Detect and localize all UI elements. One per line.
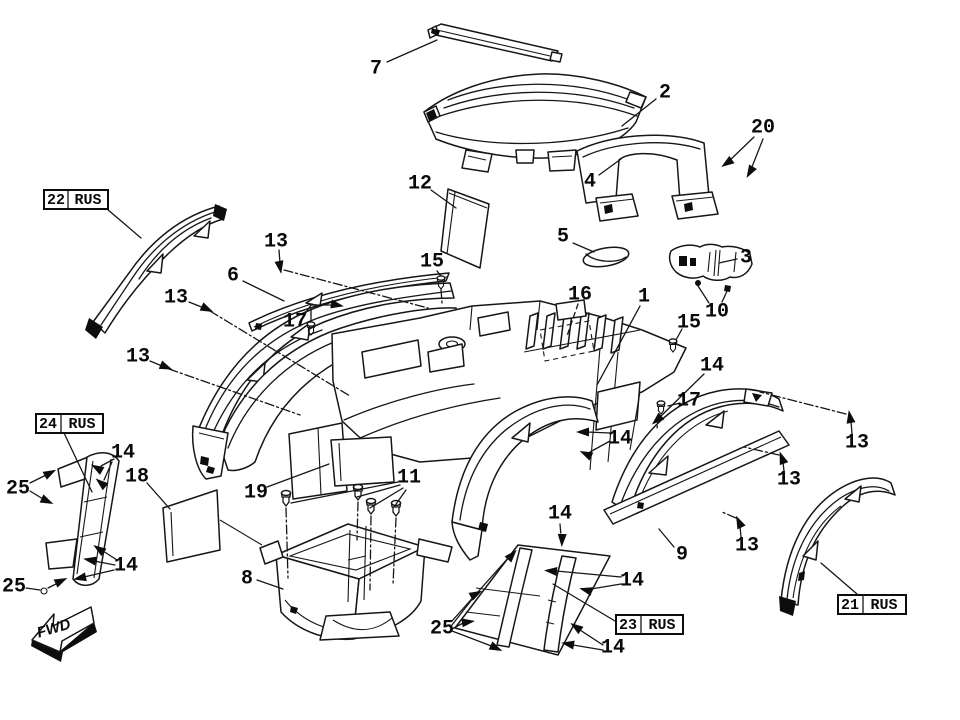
callout-14-f: 14 bbox=[111, 441, 135, 464]
callout-14-d: 14 bbox=[620, 569, 644, 592]
callout-4: 4 bbox=[584, 170, 596, 193]
part-18-mud-flap bbox=[162, 489, 263, 563]
callout-17-a: 17 bbox=[283, 310, 307, 333]
boxed-label-22-region: RUS bbox=[74, 192, 101, 209]
callout-9: 9 bbox=[676, 543, 688, 566]
callout-13-d: 13 bbox=[845, 431, 869, 454]
callout-12: 12 bbox=[408, 172, 432, 195]
callout-25-c: 25 bbox=[2, 575, 26, 598]
fwd-marker: FWD bbox=[31, 606, 97, 662]
callout-15-a: 15 bbox=[420, 250, 444, 273]
part-23-rear-panel bbox=[454, 544, 611, 656]
callout-8: 8 bbox=[241, 567, 253, 590]
callout-14-g: 14 bbox=[114, 554, 138, 577]
part-21-rear-fender-flare bbox=[779, 477, 896, 616]
callout-20: 20 bbox=[751, 116, 775, 139]
callout-13-e: 13 bbox=[777, 468, 801, 491]
callout-5: 5 bbox=[557, 225, 569, 248]
callout-17-b: 17 bbox=[677, 389, 701, 412]
boxed-label-21-num: 21 bbox=[841, 597, 859, 614]
boxed-label-22-rus: 22 RUS bbox=[43, 189, 109, 210]
callout-13-b: 13 bbox=[164, 286, 188, 309]
part-1-main-body bbox=[191, 282, 687, 561]
part-24-side-panel bbox=[40, 452, 120, 595]
part-7-front-carrier-rail bbox=[427, 23, 563, 63]
boxed-label-24-num: 24 bbox=[39, 416, 57, 433]
callout-14-e: 14 bbox=[601, 636, 625, 659]
callout-1: 1 bbox=[638, 285, 650, 308]
boxed-label-24-rus: 24 RUS bbox=[35, 413, 104, 434]
callout-6: 6 bbox=[227, 264, 239, 287]
fastener-marks bbox=[39, 155, 856, 656]
callout-15-b: 15 bbox=[677, 311, 701, 334]
part-5-cap bbox=[582, 246, 630, 268]
callout-7: 7 bbox=[370, 57, 382, 80]
callout-14-c: 14 bbox=[548, 502, 572, 525]
part-9-rear-fender-support bbox=[603, 388, 790, 525]
callout-19: 19 bbox=[244, 481, 268, 504]
boxed-label-21-rus: 21 RUS bbox=[837, 594, 907, 615]
part-12-side-plate bbox=[440, 188, 490, 269]
part-11-bolts bbox=[280, 483, 402, 591]
callout-13-a: 13 bbox=[264, 230, 288, 253]
callout-18: 18 bbox=[125, 465, 149, 488]
callout-25-a: 25 bbox=[430, 617, 454, 640]
boxed-label-23-region: RUS bbox=[648, 617, 675, 634]
callout-10: 10 bbox=[705, 300, 729, 323]
part-2-front-fender-panel bbox=[423, 73, 647, 173]
part-22-front-fender-flare bbox=[85, 204, 227, 339]
boxed-label-21-region: RUS bbox=[870, 597, 897, 614]
callout-3: 3 bbox=[740, 246, 752, 269]
callout-14-b: 14 bbox=[608, 427, 632, 450]
boxed-label-22-num: 22 bbox=[47, 192, 65, 209]
boxed-label-23-num: 23 bbox=[619, 617, 637, 634]
callout-25-b: 25 bbox=[6, 477, 30, 500]
callout-16: 16 bbox=[568, 283, 592, 306]
part-19-flap bbox=[330, 436, 395, 487]
part-4-rear-grab-bar bbox=[576, 134, 719, 222]
part-3-bracket bbox=[668, 243, 753, 281]
part-8-storage-box bbox=[259, 523, 453, 641]
callout-2: 2 bbox=[659, 81, 671, 104]
callout-13-c: 13 bbox=[126, 345, 150, 368]
boxed-label-24-region: RUS bbox=[68, 416, 95, 433]
callout-14-a: 14 bbox=[700, 354, 724, 377]
boxed-label-23-rus: 23 RUS bbox=[615, 614, 684, 635]
callout-11: 11 bbox=[397, 466, 421, 489]
callout-13-f: 13 bbox=[735, 534, 759, 557]
